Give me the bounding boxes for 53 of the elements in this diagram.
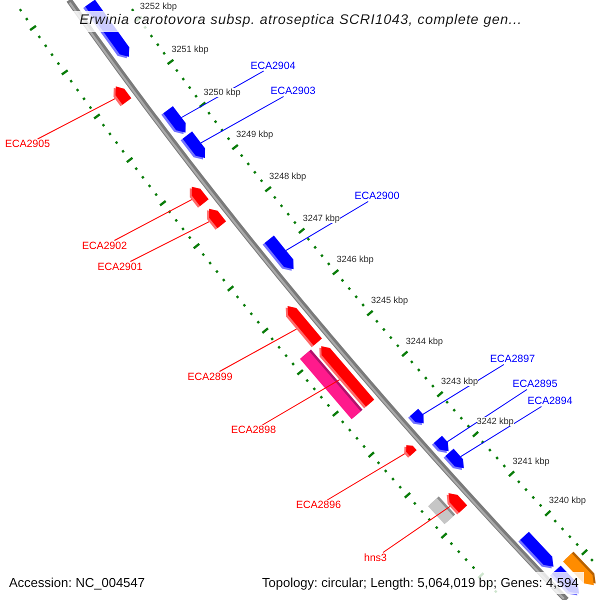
- scale-label: 3248 kbp: [269, 172, 306, 182]
- scale-label: 3250 kbp: [204, 88, 241, 97]
- gene-bar: [428, 496, 456, 524]
- gene-label: ECA2894: [528, 396, 572, 406]
- gene-label: ECA2899: [188, 372, 232, 382]
- accession-label: Accession: NC_004547: [9, 576, 145, 589]
- scale-label: 3242 kbp: [476, 417, 514, 426]
- gene-block: [207, 208, 226, 230]
- gene-bar: [300, 350, 363, 420]
- gene-label: ECA2897: [490, 354, 535, 364]
- gene-block: [190, 186, 209, 208]
- gene-label: ECA2903: [270, 86, 316, 96]
- leader-line: [262, 379, 340, 426]
- scale-label: 3251 kbp: [172, 44, 209, 54]
- scale-label: 3249 kbp: [236, 130, 274, 140]
- gene-block: [408, 408, 424, 425]
- leader-line: [114, 199, 192, 241]
- gene-label: ECA2896: [296, 500, 341, 510]
- scale-label: 3244 kbp: [406, 336, 443, 346]
- gene-label: ECA2902: [82, 240, 127, 251]
- leader-line: [382, 506, 450, 553]
- scale-label: 3247 kbp: [302, 214, 340, 223]
- gene-block: [262, 236, 294, 271]
- leader-line: [460, 406, 542, 458]
- leader-line: [37, 98, 116, 140]
- leader-line: [326, 453, 406, 500]
- gene-label: hns3: [364, 552, 387, 563]
- gene-block: [114, 86, 132, 106]
- gene-label: ECA2901: [98, 262, 142, 272]
- gene-block: [404, 445, 417, 458]
- gene-label: ECA2895: [512, 379, 558, 390]
- gene-label: ECA2898: [231, 425, 276, 436]
- gene-label: ECA2904: [250, 60, 296, 71]
- gene-label: ECA2900: [354, 191, 400, 202]
- gene-label: ECA2905: [5, 139, 50, 150]
- scale-label: 3241 kbp: [512, 456, 550, 466]
- scale-label: 3245 kbp: [371, 296, 408, 306]
- scale-label: 3240 kbp: [548, 496, 586, 506]
- gene-block: [518, 532, 554, 568]
- leader-line: [130, 221, 210, 262]
- gene-block: [161, 106, 186, 134]
- leader-line: [200, 96, 284, 144]
- leader-line: [422, 364, 504, 415]
- leader-line: [286, 201, 369, 251]
- scale-label: 3246 kbp: [336, 255, 374, 264]
- leader-line: [446, 389, 528, 442]
- gene-block: [180, 131, 206, 160]
- gene-block: [444, 448, 464, 470]
- gene-block: [432, 436, 449, 453]
- gene-block: [286, 306, 322, 348]
- scale-label: 3243 kbp: [441, 377, 478, 386]
- leader-line: [219, 328, 297, 372]
- scale-label: 3252 kbp: [140, 2, 177, 11]
